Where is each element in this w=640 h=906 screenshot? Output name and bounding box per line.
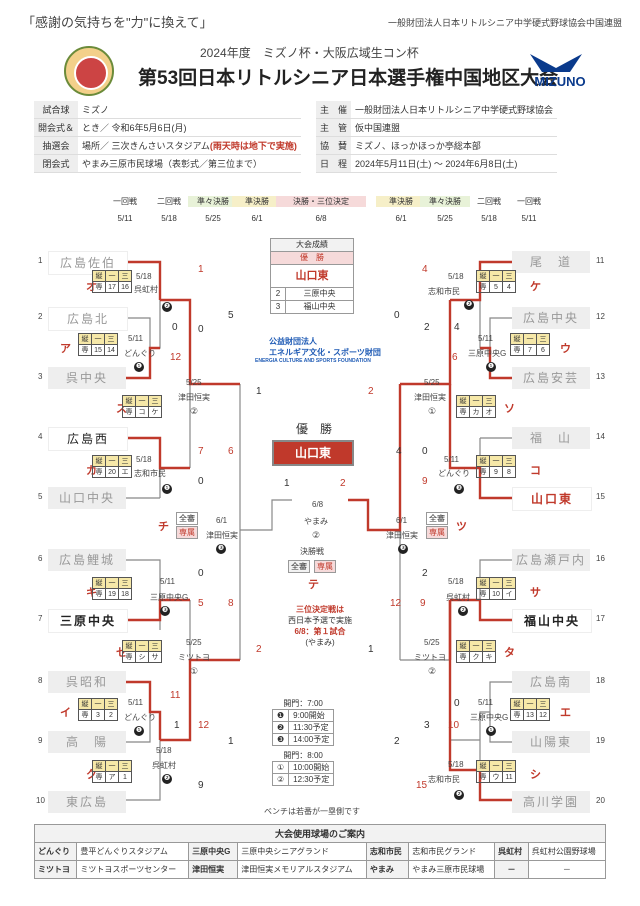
scoreboard-s: 縦一三専コケ [122,395,162,418]
team-right-15: 山口東 [512,487,592,511]
team-right-17: 福山中央 [512,609,592,633]
team-right-16: 広島瀬戸内 [512,549,590,571]
slogan: 「感謝の気持ちを"力"に換えて」 [22,15,213,30]
team-right-13: 広島安芸 [512,367,590,389]
mizuno-logo: MIZUNO [530,54,586,89]
team-left-2: 広島北 [48,307,128,331]
page-title: 第53回日本リトルシニア日本選手権中国地区大会 [138,68,559,89]
info-left: 試合球ミズノ 開会式＆とき／ 令和6年5月6日(月) 抽選会場所／ 三次きんさい… [34,101,301,173]
team-left-4: 広島西 [48,427,128,451]
champion-box: 山口東 [272,440,354,466]
team-left-7: 三原中央 [48,609,128,633]
third-place-note: 三位決定戦は 西日本予選で実施 6/8：第１試合 (やまみ) [288,605,352,647]
team-left-8: 呉昭和 [48,671,126,693]
team-right-19: 山陽東 [512,731,590,753]
team-right-20: 高川学園 [512,791,590,813]
final-label: 優 勝 [296,422,333,436]
team-left-9: 高 陽 [48,731,126,753]
scoreboard-ta: 縦一三専クキ [456,640,496,663]
team-left-6: 広島鯉城 [48,549,126,571]
team-right-12: 広島中央 [512,307,590,329]
svg-text:MIZUNO: MIZUNO [534,74,585,89]
team-right-14: 福 山 [512,427,590,449]
team-right-11: 尾 道 [512,251,590,273]
team-right-18: 広島南 [512,671,590,693]
team-left-10: 東広島 [48,791,126,813]
info-right: 主 催一般財団法人日本リトルシニア中学硬式野球協会 主 管仮中国連盟 協 賛ミズ… [316,101,558,173]
team-left-3: 呉中央 [48,367,126,389]
foundation-logo: 公益財団法人 エネルギア文化・スポーツ財団 ENERGIA CULTURE AN… [255,337,381,364]
league-logo [64,46,114,96]
subtitle: 2024年度 ミズノ杯・大阪広域生コン杯 [200,46,419,60]
scoreboard-so: 縦一三専カオ [456,395,496,418]
scoreboard-se: 縦一三専シサ [122,640,162,663]
team-left-5: 山口中央 [48,487,126,509]
bench-note: ベンチは若番が一塁側です [264,807,360,816]
org-name: 一般財団法人日本リトルシニア中学硬式野球協会中国連盟 [387,18,622,28]
